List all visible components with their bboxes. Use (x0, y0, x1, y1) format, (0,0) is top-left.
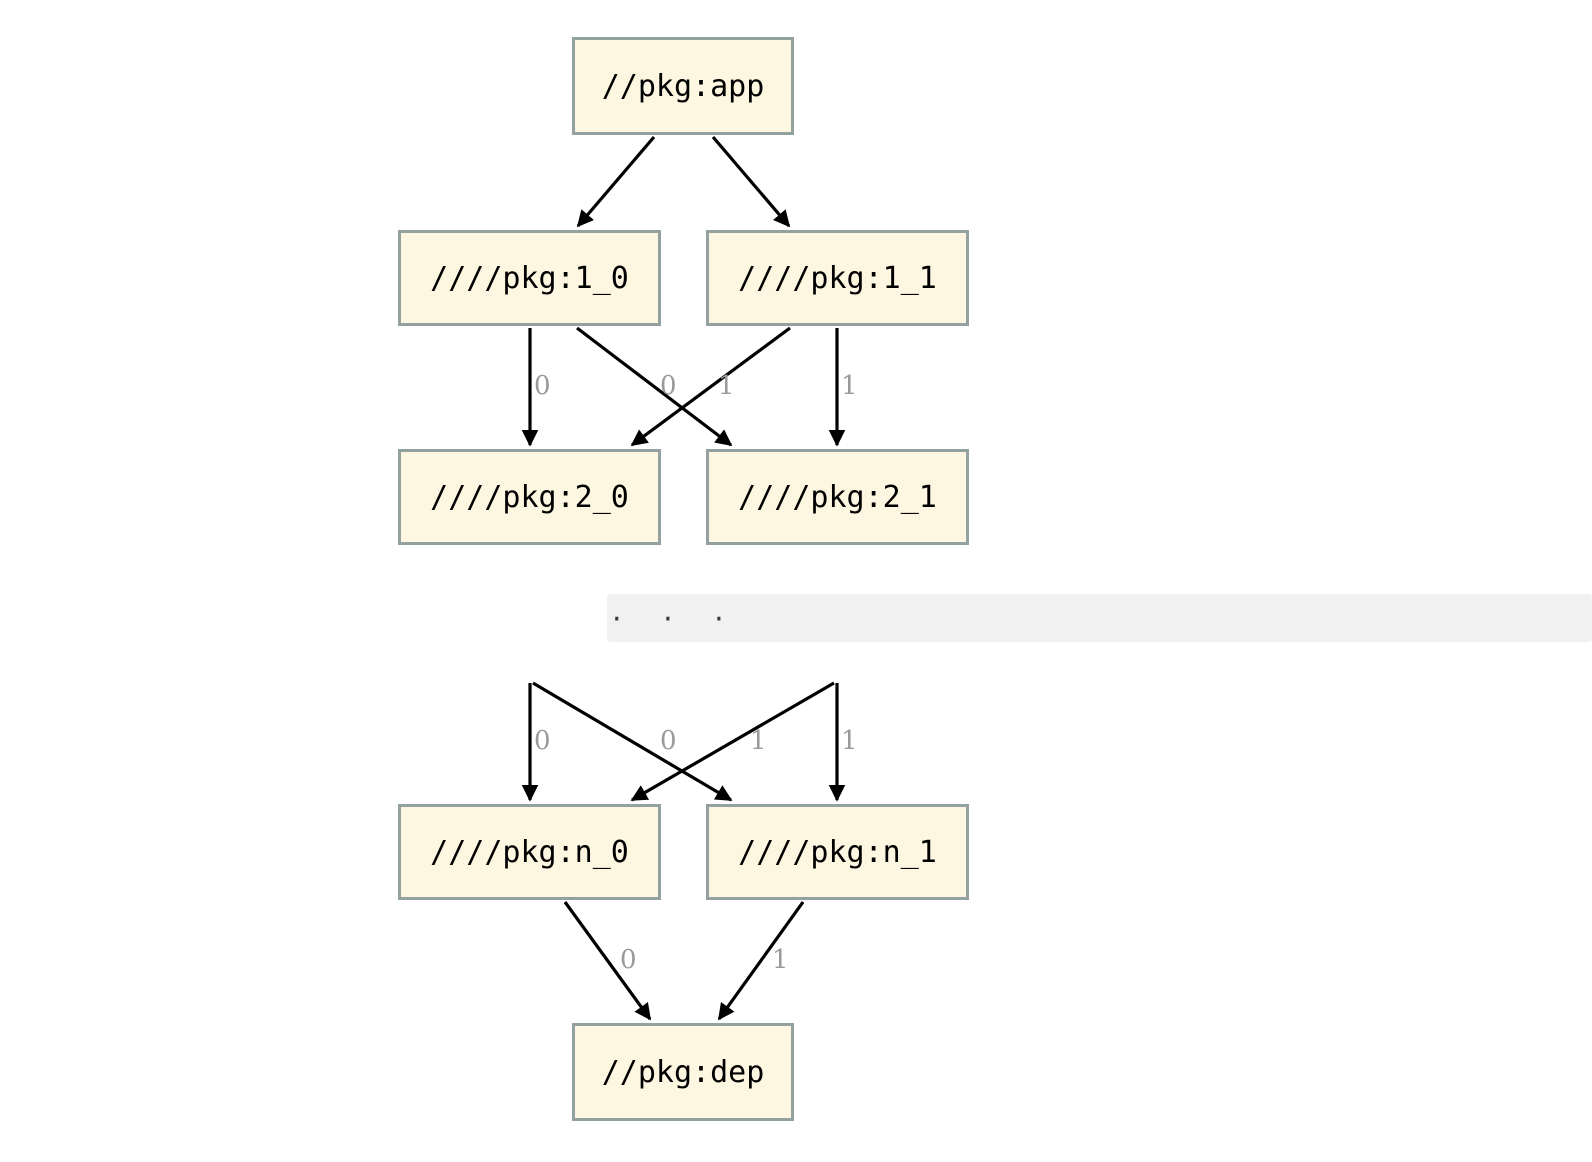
graph-edge (711, 135, 791, 228)
graph-edge-label: 0 (660, 726, 677, 756)
graph-node-nn_0[interactable]: ////pkg:n_0 (398, 804, 661, 900)
graph-node-label: ////pkg:2_1 (738, 479, 937, 515)
graph-edge-label: 0 (534, 371, 551, 401)
graph-node-label: ////pkg:2_0 (430, 479, 629, 515)
graph-edge (563, 901, 652, 1021)
graph-edge-label: 1 (841, 371, 858, 401)
graph-edge (576, 135, 656, 228)
graph-edge-label: 1 (718, 371, 735, 401)
graph-node-label: ////pkg:n_0 (430, 834, 629, 870)
graph-edge (532, 681, 733, 802)
graph-node-label: //pkg:dep (601, 1054, 765, 1090)
graph-node-n1_0[interactable]: ////pkg:1_0 (398, 230, 661, 326)
graph-edge (717, 901, 805, 1021)
graph-node-n2_1[interactable]: ////pkg:2_1 (706, 449, 969, 545)
graph-edge (630, 326, 791, 447)
graph-node-dep[interactable]: //pkg:dep (572, 1023, 794, 1121)
graph-node-n2_0[interactable]: ////pkg:2_0 (398, 449, 661, 545)
graph-node-app[interactable]: //pkg:app (572, 37, 794, 135)
graph-edge-label: 0 (660, 371, 677, 401)
graph-node-nn_1[interactable]: ////pkg:n_1 (706, 804, 969, 900)
graph-edge (576, 326, 733, 447)
graph-edge-label: 0 (620, 945, 637, 975)
graph-node-label: ////pkg:1_0 (430, 260, 629, 296)
graph-edge-label: 1 (750, 726, 767, 756)
graph-node-label: ////pkg:1_1 (738, 260, 937, 296)
graph-edge-label: 0 (534, 726, 551, 756)
graph-node-n1_1[interactable]: ////pkg:1_1 (706, 230, 969, 326)
graph-edge-label: 1 (772, 945, 789, 975)
ellipsis-band (607, 594, 1592, 642)
ellipsis-dots: · · · (612, 602, 740, 637)
graph-node-label: ////pkg:n_1 (738, 834, 937, 870)
graph-node-label: //pkg:app (601, 68, 765, 104)
graph-edge-label: 1 (841, 726, 858, 756)
